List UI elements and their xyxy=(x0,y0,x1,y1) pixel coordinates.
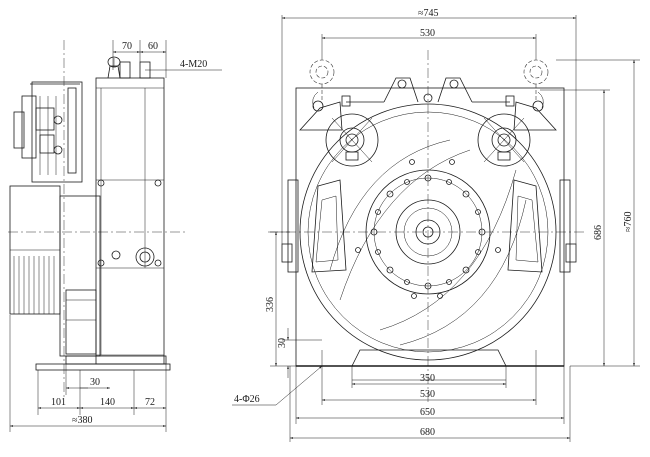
dim-530-bottom: 530 xyxy=(420,389,435,400)
dim-530-top: 530 xyxy=(420,28,435,39)
dim-650: 650 xyxy=(420,407,435,418)
dim-760: ≈760 xyxy=(623,212,634,233)
bolt-note-4-m20: 4-M20 xyxy=(180,59,207,70)
left-brake xyxy=(299,91,379,273)
right-brake xyxy=(477,91,557,273)
side-view: 70 60 4-M20 30 101 140 72 ≈380 xyxy=(8,40,222,432)
dim-30-front: 30 xyxy=(277,338,288,348)
front-view: ≈745 530 686 ≈760 336 30 4-Φ26 xyxy=(232,8,640,442)
hole-note-4-phi26: 4-Φ26 xyxy=(234,394,260,405)
dim-72: 72 xyxy=(145,397,155,408)
flange-bolt-holes xyxy=(355,159,501,299)
dim-336: 336 xyxy=(265,297,276,312)
dim-686: 686 xyxy=(593,225,604,240)
dim-101: 101 xyxy=(51,397,66,408)
dim-60: 60 xyxy=(148,41,158,52)
dim-30-side: 30 xyxy=(90,377,100,388)
dim-350: 350 xyxy=(420,373,435,384)
dim-380: ≈380 xyxy=(72,415,93,426)
dim-140: 140 xyxy=(100,397,115,408)
dim-70: 70 xyxy=(122,41,132,52)
dim-680: 680 xyxy=(420,427,435,438)
sheave-grooves xyxy=(10,249,60,314)
dim-745: ≈745 xyxy=(418,8,439,19)
